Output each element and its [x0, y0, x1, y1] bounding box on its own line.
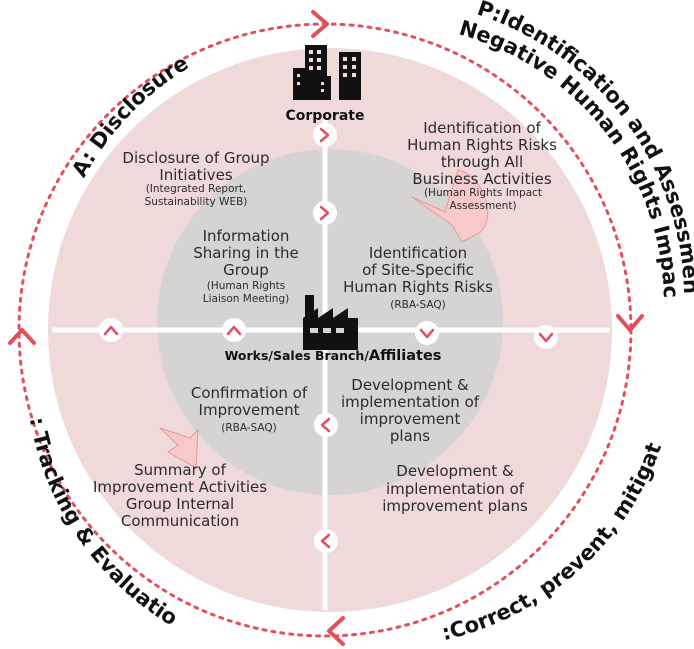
- chevron-down-icon: [419, 328, 435, 339]
- info-sharing-block: Information Sharing in the Group (Human …: [193, 227, 298, 305]
- text-line: (Human Rights Impact: [424, 187, 542, 199]
- text-line: Development &: [351, 376, 469, 394]
- left-arrowhead-icon: [8, 328, 36, 345]
- office-buildings-icon: [293, 45, 361, 100]
- text-line: Identification: [369, 244, 467, 262]
- text-line: Improvement Activities: [93, 478, 267, 496]
- identification-site-block: Identification of Site-Specific Human Ri…: [343, 244, 493, 311]
- text-line: Human Rights Risks: [343, 278, 493, 296]
- text-line: improvement: [360, 410, 461, 428]
- text-line: through All: [441, 153, 523, 171]
- flow-nodes: [99, 123, 558, 553]
- chevron-up-icon: [226, 325, 242, 336]
- text-line: Disclosure of Group: [122, 149, 269, 167]
- works-label: Works/Sales Branch/Affiliates: [225, 348, 442, 364]
- chevron-down-icon: [538, 332, 554, 343]
- text-line: Development &: [396, 462, 514, 480]
- node-left-2: [222, 318, 246, 342]
- confirmation-block: Confirmation of Improvement (RBA-SAQ): [191, 384, 308, 434]
- text-line: Information: [203, 227, 290, 245]
- text-line: Business Activities: [412, 170, 552, 188]
- text-line: Group: [223, 261, 269, 279]
- summary-block: Summary of Improvement Activities Group …: [93, 461, 267, 530]
- corporate-label: Corporate: [286, 108, 365, 124]
- chevron-right-icon: [319, 205, 330, 221]
- chevron-right-icon: [319, 127, 330, 143]
- node-left-1: [99, 318, 123, 342]
- flow-arrow-right: [411, 169, 489, 243]
- cycle-arrowheads: [8, 10, 644, 646]
- works-label-part2: Affiliates: [369, 348, 442, 364]
- text-line: Initiatives: [159, 166, 232, 184]
- text-line: Sharing in the: [193, 244, 298, 262]
- text-line: Human Rights Risks: [407, 136, 557, 154]
- text-line: Communication: [121, 512, 239, 530]
- chevron-left-icon: [320, 417, 331, 433]
- text-line: Identification of: [423, 119, 541, 137]
- text-line: Confirmation of: [191, 384, 308, 402]
- dev-inner-block: Development & implementation of improvem…: [341, 376, 480, 445]
- works-label-part1: Works/Sales Branch/: [225, 348, 370, 363]
- text-line: Liaison Meeting): [203, 293, 289, 305]
- disclosure-group-block: Disclosure of Group Initiatives (Integra…: [122, 149, 269, 208]
- node-right-2: [534, 325, 558, 349]
- text-line: implementation of: [341, 393, 480, 411]
- text-line: Group Internal: [126, 495, 234, 513]
- text-line: Improvement: [199, 401, 300, 419]
- text-line: Sustainability WEB): [145, 196, 248, 208]
- identification-all-block: Identification of Human Rights Risks thr…: [407, 119, 557, 212]
- right-arrowhead-icon: [616, 314, 644, 332]
- text-line: (Integrated Report,: [146, 183, 247, 195]
- node-bottom-2: [314, 529, 338, 553]
- text-line: (RBA-SAQ): [221, 422, 277, 434]
- top-arrowhead-icon: [311, 10, 329, 38]
- text-line: implementation of: [386, 480, 525, 498]
- text-line: Summary of: [134, 461, 226, 479]
- text-line: (Human Rights: [207, 280, 285, 292]
- text-line: of Site-Specific: [362, 261, 474, 279]
- node-bottom-1: [314, 413, 338, 437]
- flow-arrow-left: [159, 427, 199, 469]
- text-line: (RBA-SAQ): [390, 299, 446, 311]
- chevron-left-icon: [320, 533, 331, 549]
- dev-outer-block: Development & implementation of improvem…: [382, 462, 528, 515]
- node-top-1: [313, 123, 337, 147]
- text-line: improvement plans: [382, 497, 528, 515]
- factory-icon: [303, 295, 358, 350]
- text-line: plans: [390, 427, 430, 445]
- chevron-up-icon: [103, 325, 119, 336]
- node-right-1: [415, 321, 439, 345]
- bottom-arrowhead-icon: [327, 616, 345, 646]
- node-top-2: [313, 201, 337, 225]
- text-line: Assessment): [449, 200, 516, 212]
